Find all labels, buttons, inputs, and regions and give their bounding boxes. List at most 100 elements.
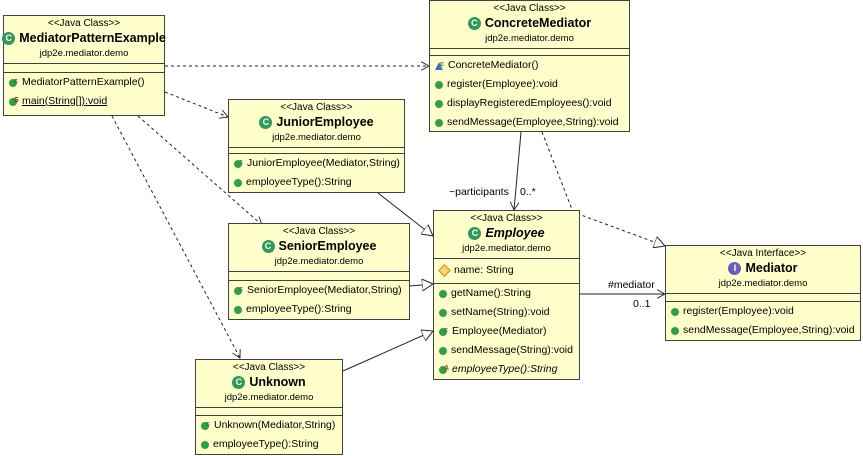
- abstract-method-icon: A: [439, 365, 449, 374]
- stereotype-label: <<Java Class>>: [280, 102, 353, 113]
- class-icon: C: [467, 17, 481, 30]
- method-row[interactable]: employeeType():String: [229, 173, 404, 192]
- stereotype-label: <<Java Class>>: [232, 362, 306, 373]
- public-method-icon: [234, 178, 242, 187]
- constructor-icon: c: [9, 78, 18, 87]
- class-icon: C: [259, 116, 273, 129]
- public-method-icon: [671, 307, 679, 316]
- abstract-class-icon: C: [468, 227, 482, 240]
- dependency-to-unknown: [111, 115, 240, 358]
- class-name: Mediator: [745, 261, 798, 275]
- stereotype-label: <<Java Class>>: [47, 18, 121, 29]
- public-method-icon: [439, 308, 447, 317]
- participants-multiplicity-label: 0..*: [520, 186, 536, 198]
- fields-section: [666, 294, 860, 302]
- protected-field-icon: [438, 264, 451, 277]
- package-label: jdp2e.mediator.demo: [274, 256, 364, 267]
- fields-section: name: String: [434, 259, 579, 284]
- constructor-icon: c: [439, 327, 448, 336]
- method-row[interactable]: getName():String: [434, 284, 579, 303]
- package-label: jdp2e.mediator.demo: [718, 278, 808, 289]
- method-row[interactable]: employeeType():String: [229, 300, 409, 319]
- public-method-icon: [201, 440, 209, 449]
- class-name: SeniorEmployee: [278, 239, 377, 253]
- class-icon: C: [261, 240, 275, 253]
- field-row[interactable]: name: String: [434, 261, 579, 280]
- methods-section: register(Employee):void sendMessage(Empl…: [666, 302, 860, 340]
- mediator-role-label: #mediator: [608, 279, 655, 291]
- class-name: JuniorEmployee: [276, 115, 374, 129]
- constructor-icon: c: [201, 421, 210, 430]
- method-row[interactable]: sendMessage(Employee,String):void: [430, 113, 629, 132]
- generalization-junior: [377, 192, 433, 236]
- class-name: MediatorPatternExample: [19, 31, 166, 45]
- package-label: jdp2e.mediator.demo: [462, 243, 551, 254]
- method-row[interactable]: sendMessage(String):void: [434, 341, 579, 360]
- class-name: Employee: [485, 226, 545, 240]
- stereotype-label: <<Java Class>>: [470, 213, 543, 224]
- method-row[interactable]: displayRegisteredEmployees():void: [430, 94, 629, 113]
- participants-association: [514, 131, 522, 210]
- stereotype-label: <<Java Class>>: [493, 3, 566, 14]
- generalization-unknown: [342, 331, 433, 372]
- class-name: ConcreteMediator: [484, 16, 592, 30]
- method-row[interactable]: setName(String):void: [434, 303, 579, 322]
- fields-section: [229, 148, 404, 154]
- dependency-to-junior-employee: [164, 91, 228, 117]
- fields-section: [4, 64, 164, 73]
- method-row[interactable]: sendMessage(Employee,String):void: [666, 321, 860, 340]
- stereotype-label: <<Java Class>>: [282, 226, 356, 237]
- method-row[interactable]: employeeType():String: [196, 435, 342, 454]
- public-method-icon: [435, 99, 443, 108]
- participants-role-label: ~participants: [449, 186, 509, 198]
- stereotype-label: <<Java Interface>>: [719, 248, 807, 259]
- method-row[interactable]: register(Employee):void: [430, 75, 629, 94]
- fields-section: [229, 272, 409, 281]
- fields-section: [196, 408, 342, 416]
- public-method-icon: [435, 80, 443, 89]
- fields-section: [430, 49, 629, 56]
- mediator-multiplicity-label: 0..1: [633, 298, 651, 310]
- class-icon: C: [232, 376, 246, 389]
- public-method-icon: [439, 346, 447, 355]
- public-method-icon: [234, 305, 242, 314]
- interface-icon: I: [728, 262, 742, 275]
- class-name: Unknown: [249, 375, 306, 389]
- package-label: jdp2e.mediator.demo: [224, 392, 314, 403]
- package-label: jdp2e.mediator.demo: [485, 33, 574, 44]
- public-method-icon: [439, 289, 447, 298]
- package-label: jdp2e.mediator.demo: [39, 48, 129, 59]
- static-method-icon: S: [9, 97, 19, 106]
- public-method-icon: [671, 326, 679, 335]
- constructor-icon: c: [435, 61, 444, 70]
- constructor-icon: c: [234, 286, 243, 295]
- method-row[interactable]: register(Employee):void: [666, 302, 860, 321]
